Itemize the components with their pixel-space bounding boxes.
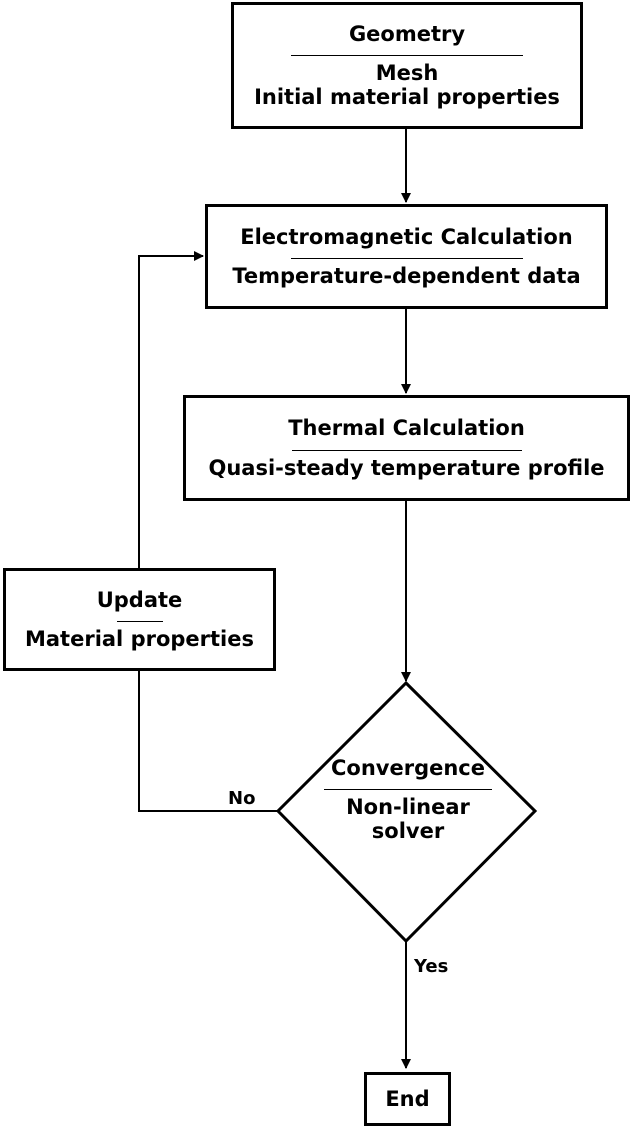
geometry-body-line2: Initial material properties xyxy=(254,85,560,110)
thermal-separator xyxy=(291,449,522,451)
update-title: Update xyxy=(96,587,183,612)
geometry-box: Geometry Mesh Initial material propertie… xyxy=(231,2,583,129)
convergence-body-line2: solver xyxy=(371,819,445,844)
convergence-title: Convergence xyxy=(331,756,485,780)
geometry-body-line1: Mesh xyxy=(375,60,439,85)
electromagnetic-separator xyxy=(290,258,523,259)
update-body: Material properties xyxy=(24,627,254,651)
yes-label: Yes xyxy=(414,956,449,977)
electromagnetic-body: Temperature-dependent data xyxy=(232,264,581,288)
thermal-body: Quasi-steady temperature profile xyxy=(208,455,605,480)
no-label: No xyxy=(228,788,256,809)
geometry-title: Geometry xyxy=(348,21,466,46)
thermal-box: Thermal Calculation Quasi-steady tempera… xyxy=(183,395,630,501)
arrow-update-to-electromagnetic xyxy=(138,251,204,568)
end-box: End xyxy=(364,1072,451,1126)
geometry-separator xyxy=(291,54,523,56)
thermal-title: Thermal Calculation xyxy=(288,416,525,441)
electromagnetic-box: Electromagnetic Calculation Temperature-… xyxy=(205,204,608,309)
convergence-body-line1: Non-linear xyxy=(346,795,470,820)
line-convergence-to-update xyxy=(138,671,278,812)
electromagnetic-title: Electromagnetic Calculation xyxy=(240,224,573,249)
end-title: End xyxy=(385,1086,430,1111)
convergence-diamond xyxy=(275,680,538,944)
convergence-separator xyxy=(324,789,492,791)
update-box: Update Material properties xyxy=(3,568,276,671)
update-separator xyxy=(116,621,163,622)
convergence-text: Convergence Non-linear solver xyxy=(290,756,526,843)
